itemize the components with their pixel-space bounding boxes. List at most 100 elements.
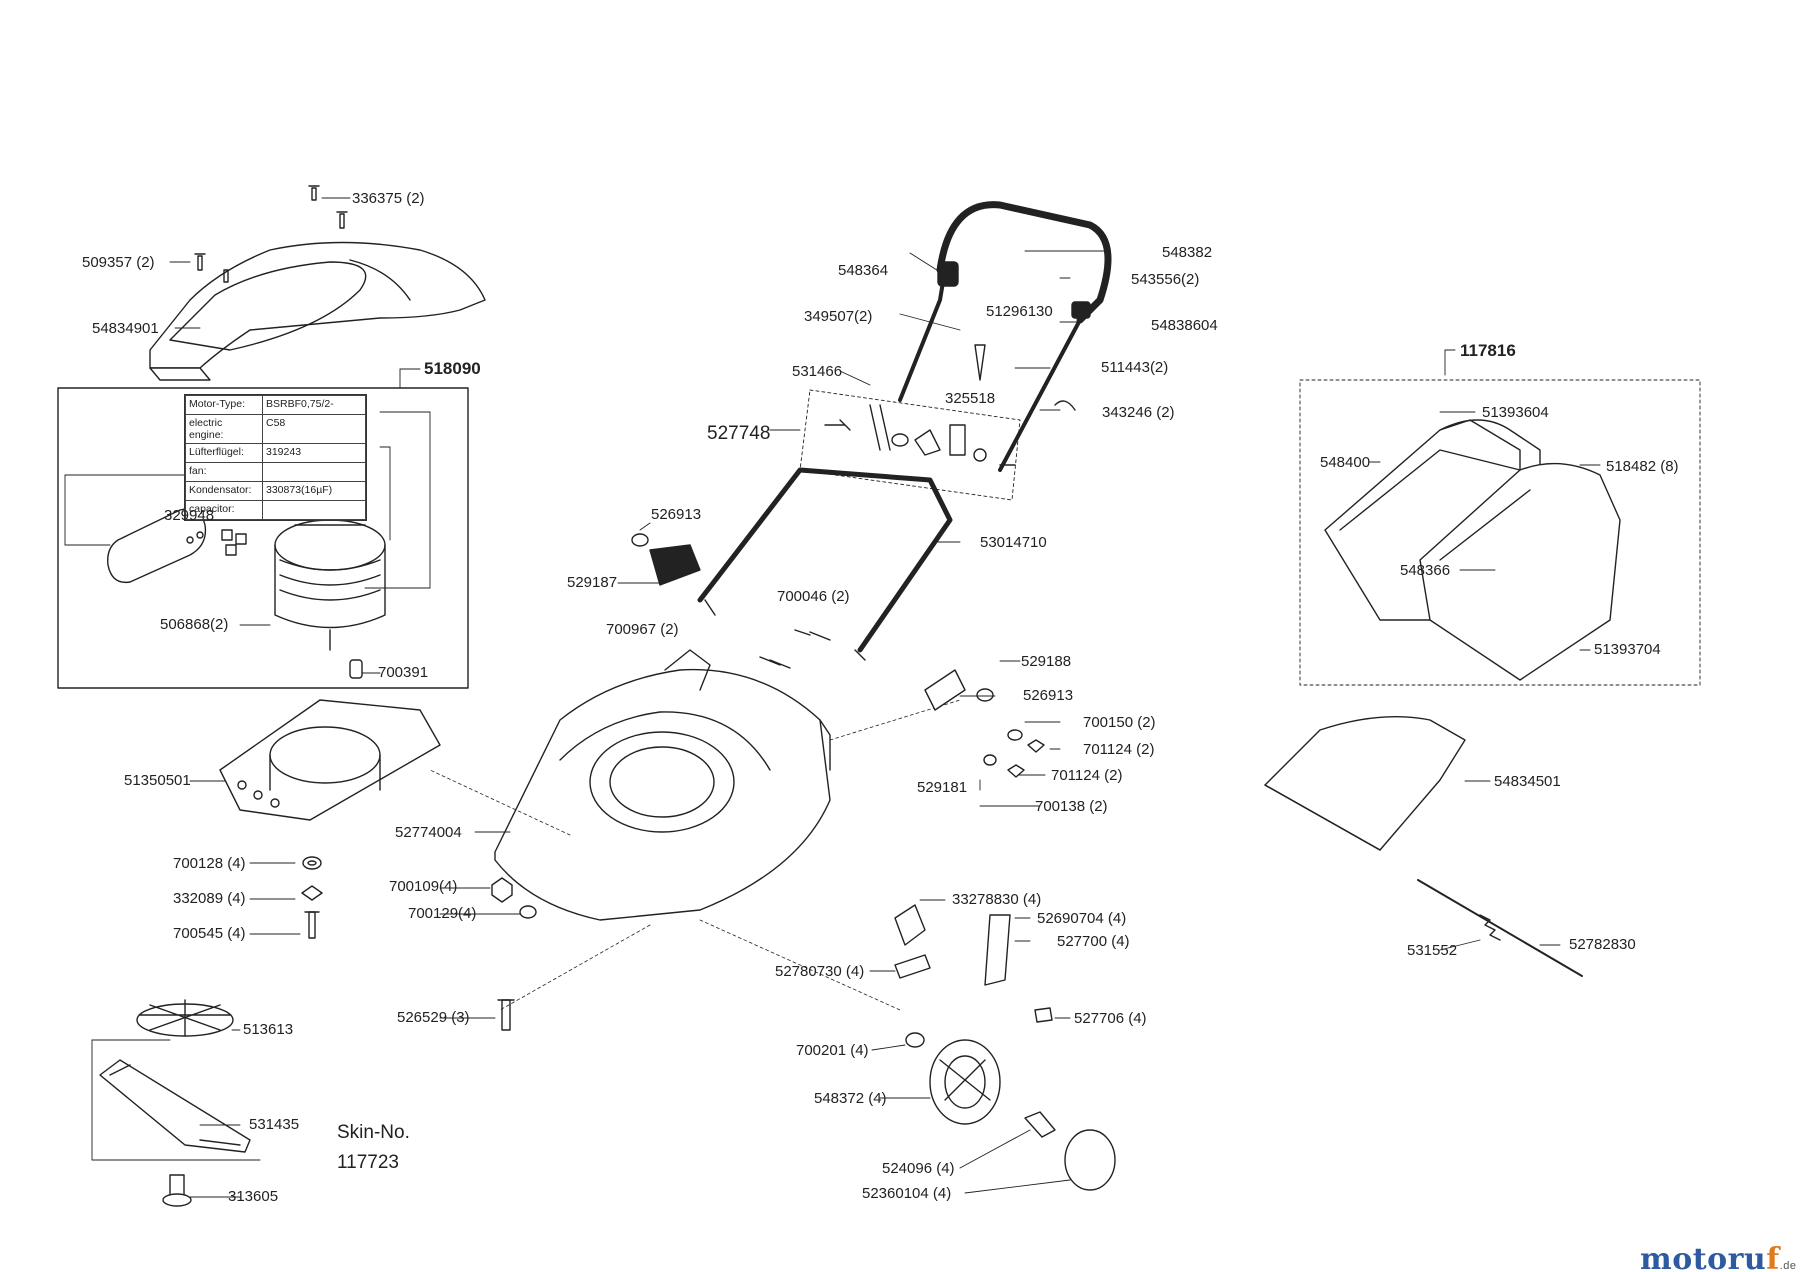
cable-clip-325518 [974,344,986,381]
blade-adapter [136,999,234,1037]
spec-key: electric engine: [185,414,263,444]
axle-bracket-527700 [984,914,1011,986]
part-label: 548364 [838,262,889,279]
skin-number: 117723 [337,1152,399,1173]
part-label: 548372 (4) [814,1090,887,1107]
mower-deck [494,649,831,921]
spec-key: Lüfterflügel: [185,443,263,463]
part-label: 527700 (4) [1057,933,1130,950]
catcher-bag-51393704 [1419,462,1621,681]
motor-kit-frame [57,387,469,689]
handle-clamp-54838604 [1071,301,1091,319]
part-label: 332089 (4) [173,890,246,907]
part-label: 548400 [1320,454,1371,471]
deck-nut-700129 [519,905,537,919]
part-label: 531552 [1407,942,1458,959]
part-label: 518482 (8) [1606,458,1679,475]
skin-label: Skin-No. [337,1122,410,1143]
nut-332089 [301,885,323,901]
spring-rod-52782830 [1417,879,1583,977]
part-label: 701124 (2) [1083,741,1155,758]
part-label: 701124 (2) [1051,767,1123,784]
part-label: 52780730 (4) [775,963,865,980]
part-label: 526913 [651,506,702,523]
rear-flap-54834501 [1264,715,1466,851]
part-label: 700391 [378,664,429,681]
hubcap-52360104 [1064,1129,1116,1191]
part-label: 313605 [228,1188,279,1205]
part-label: 52782830 [1569,936,1636,953]
part-label: 51296130 [986,303,1053,320]
part-label: 527706 (4) [1074,1010,1147,1027]
part-label: 511443(2) [1101,359,1169,376]
part-label: 700545 (4) [173,925,246,942]
quick-release-527748 [799,389,1021,501]
motor-cover [149,241,486,381]
kit-label: 117816 [1460,341,1516,360]
handle-clip-343246 [1054,400,1076,411]
part-label: 700046 (2) [777,588,850,605]
part-label: 329948 [164,507,215,524]
part-label: 52690704 (4) [1037,910,1127,927]
spec-value: C58 [262,414,366,444]
bolt-700046 [794,629,831,641]
part-label: 336375 (2) [352,190,425,207]
part-label: 700138 (2) [1035,798,1108,815]
height-adjuster-529187 [631,533,701,586]
spec-value [262,462,366,482]
bolt-700967 [759,656,791,669]
fan-housing [219,699,441,821]
part-label: 526529 (3) [397,1009,470,1026]
washer-700128 [302,856,322,870]
quick-release-parts [824,404,1016,466]
part-label: 513613 [243,1021,294,1038]
screw-509357 [194,253,229,283]
part-label: 33278830 (4) [952,891,1042,908]
spec-value [262,500,366,520]
brush-329948 [221,529,247,556]
bolt-700545 [304,911,320,939]
part-label: 527748 [707,423,771,444]
brand-accent: f [1766,1242,1780,1272]
part-label: 526913 [1023,687,1074,704]
part-label: 529188 [1021,653,1072,670]
bolt-527706 [1034,1007,1053,1023]
part-label: 54834901 [92,320,159,337]
part-label: 325518 [945,390,996,407]
kit-label: 518090 [424,359,481,378]
part-label: 543556(2) [1131,271,1200,288]
washer-700201 [905,1032,925,1048]
part-label: 700128 (4) [173,855,246,872]
handle-clamp-548364 [937,261,959,287]
washers-nuts [983,729,1045,778]
spec-key: Kondensator: [185,481,263,501]
part-label: 54834501 [1494,773,1561,790]
deck-nut-700109 [491,877,513,903]
part-label: 700109(4) [389,878,458,895]
part-label: 52360104 (4) [862,1185,952,1202]
spec-key: fan: [185,462,263,482]
part-700391 [349,659,363,679]
part-label: 700201 (4) [796,1042,869,1059]
part-label: 548366 [1400,562,1451,579]
spec-key: Motor-Type: [185,395,263,415]
spec-value: BSRBF0,75/2- [262,395,366,415]
part-label: 531466 [792,363,843,380]
brand-logo: motoruf.de [1640,1242,1796,1272]
spec-value: 319243 [262,443,366,463]
bracket-52780730 [894,954,931,979]
wheel-548372 [929,1039,1001,1125]
spec-key: capacitor: [185,500,263,520]
part-label: 506868(2) [160,616,229,633]
part-label: 700129(4) [408,905,477,922]
part-label: 54838604 [1151,317,1218,334]
part-label: 524096 (4) [882,1160,955,1177]
blade-bolt [162,1174,192,1207]
part-label: 509357 (2) [82,254,155,271]
axle-bolt-524096 [1024,1111,1056,1138]
part-label: 349507(2) [804,308,873,325]
height-adjuster-529188 [924,669,994,711]
brand-main: motoru [1640,1242,1767,1272]
part-label: 700967 (2) [606,621,679,638]
